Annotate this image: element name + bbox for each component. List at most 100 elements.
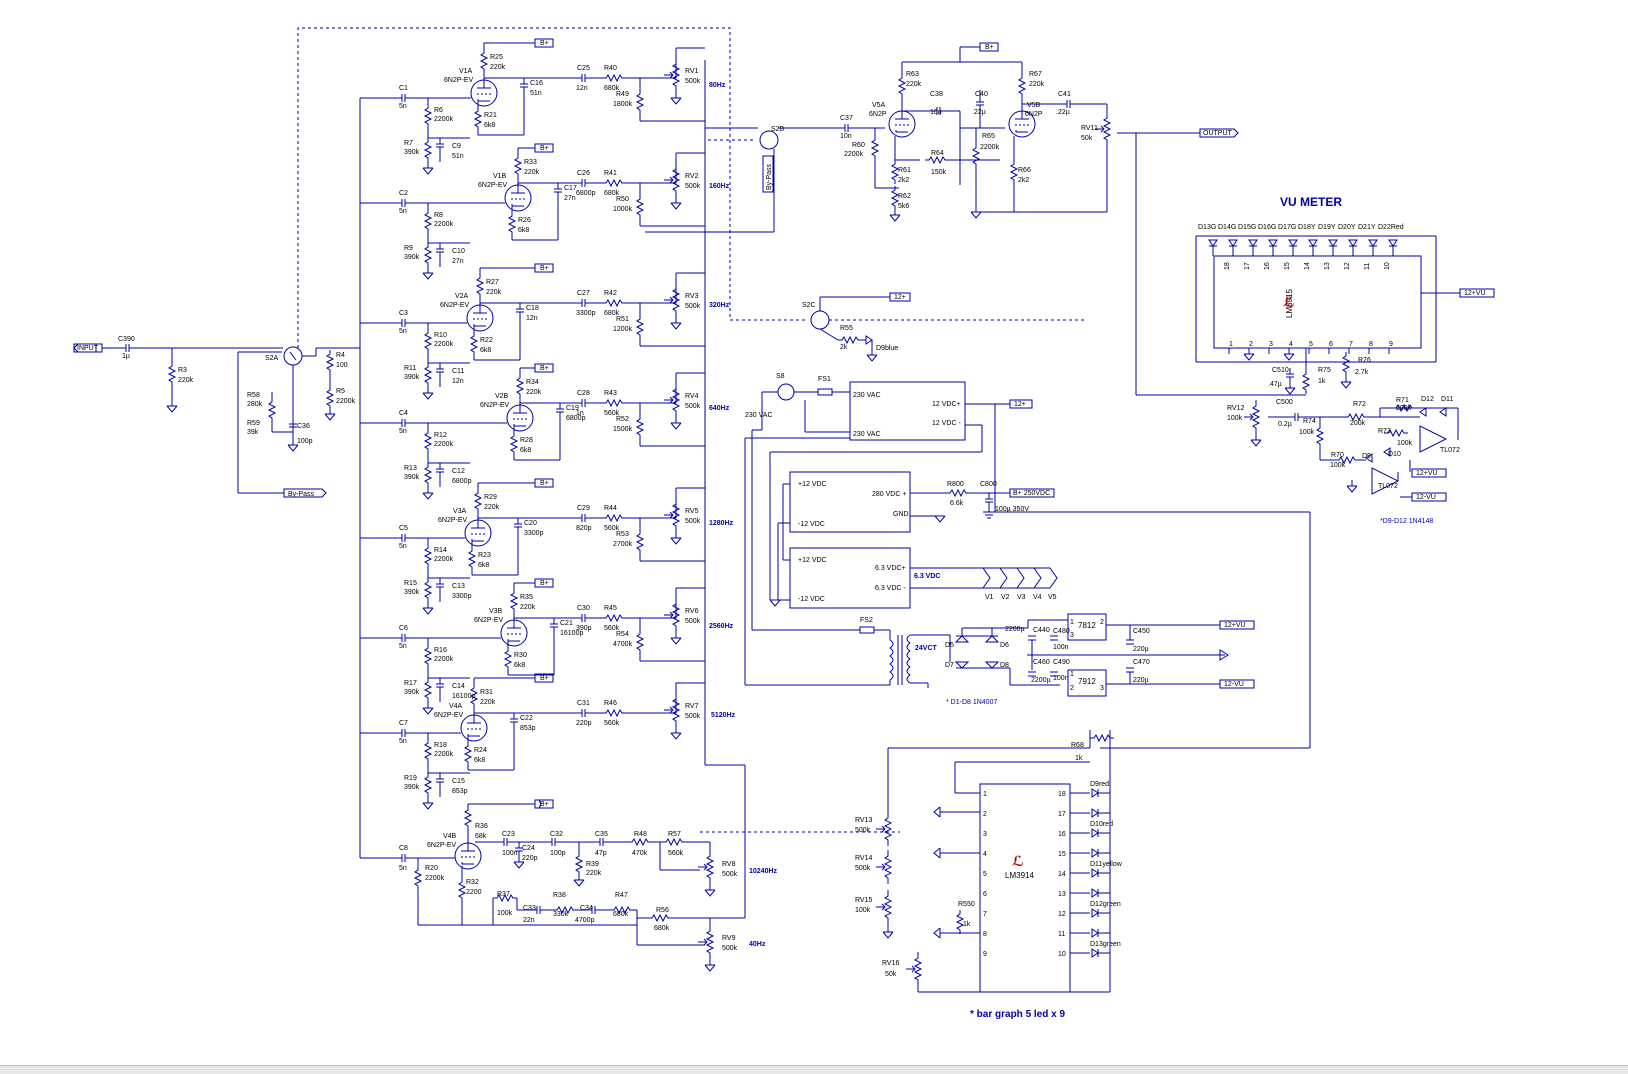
band-6-rg-ref: R16 — [434, 647, 447, 654]
bplus-label-out: B+ — [985, 44, 994, 51]
band-7-ro-ref: R46 — [604, 700, 617, 707]
c8-val: 5n — [399, 865, 407, 872]
lm3915-ic — [1213, 255, 1422, 349]
lm3915-bot-pin-6: 6 — [1329, 341, 1333, 348]
p12-label-s2c: 12+ — [894, 294, 906, 301]
lm3914-right-pin-12: 12 — [1058, 911, 1066, 918]
bplus250-label: B+ 250VDC — [1013, 490, 1050, 497]
rv14-ref: RV14 — [855, 855, 872, 862]
vu-led-7: D19Y — [1318, 224, 1338, 256]
band-2-ro-ref: R41 — [604, 170, 617, 177]
band-7-rk-ref: R24 — [474, 747, 487, 754]
band-7-bplus-label: B+ — [540, 675, 549, 682]
band-5-rv-ref: RV5 — [685, 508, 699, 515]
band-7-ra-val: 220k — [480, 699, 496, 706]
c460-ref: C460 — [1033, 659, 1050, 666]
p12-label-ps: 12+ — [1014, 401, 1026, 408]
band-1-ra-val: 220k — [490, 64, 506, 71]
s8-ref: S8 — [776, 373, 785, 380]
r72-ref: R72 — [1353, 401, 1366, 408]
band-1-tube-ref: V1A — [459, 68, 473, 75]
p12vu-label-op: 12+VU — [1416, 470, 1438, 477]
s8-switch[interactable] — [777, 383, 795, 401]
smps-12v — [849, 381, 966, 441]
band-7-ra-ref: R31 — [480, 689, 493, 696]
r65-ref: R65 — [982, 133, 995, 140]
band-2-rv-val: 500k — [685, 183, 701, 190]
vu-led-5: D17G — [1278, 224, 1298, 256]
lm3914-left-pin-7: 7 — [983, 911, 987, 918]
band-5-co-val: 820p — [576, 525, 592, 532]
band-5-ck-val: 3300p — [524, 530, 544, 537]
output-label: OUTPUT — [1203, 130, 1233, 137]
r20-val: 2200k — [425, 875, 445, 882]
lm3914-right-pin-14: 14 — [1058, 871, 1066, 878]
v5a-type: 6N2P — [869, 111, 887, 118]
r61-ref: R61 — [898, 167, 911, 174]
band-2-bplus-label: B+ — [540, 145, 549, 152]
band-1-cb-val: 51n — [452, 153, 464, 160]
band-6-ro-ref: R45 — [604, 605, 617, 612]
tl072-1: TL072 — [1440, 447, 1460, 454]
c33-ref: C33 — [523, 905, 536, 912]
freq-label-640: 640Hz — [709, 405, 730, 412]
r48-val: 470k — [632, 850, 648, 857]
band-1-ck-ref: C16 — [530, 80, 543, 87]
band-5-cin-ref: C5 — [399, 525, 408, 532]
r550-ref: R550 — [958, 901, 975, 908]
band-2-cin-val: 5n — [399, 208, 407, 215]
v63-label: 6.3 VDC — [914, 573, 940, 580]
tl072-2: TL072 — [1378, 483, 1398, 490]
c23-ref: C23 — [502, 831, 515, 838]
s2c-switch[interactable] — [810, 310, 830, 330]
band-1-rk-ref: R21 — [484, 112, 497, 119]
rv12-ref: RV12 — [1227, 405, 1244, 412]
band-6-cb-val: 16100p — [452, 693, 475, 700]
vu-led-6: D18Y — [1298, 224, 1318, 256]
r57-ref: R57 — [668, 831, 681, 838]
opamp-2 — [1371, 467, 1400, 495]
s2b-switch[interactable] — [759, 130, 779, 150]
freq-label-5120: 5120Hz — [711, 712, 736, 719]
lm3914-right-pin-16: 16 — [1058, 831, 1066, 838]
s2b-ref: S2B — [771, 126, 785, 133]
v230-label: 230 VAC — [745, 412, 773, 419]
band-6-rk-ref: R30 — [514, 652, 527, 659]
r59-ref: R59 — [247, 420, 260, 427]
r70-val: 100k — [1330, 462, 1346, 469]
band-stage-1: C15nR62200kR7390kC951nV1A6N2P-EVR25220kB… — [360, 38, 705, 175]
band-5-rg-ref: R14 — [434, 547, 447, 554]
band-7-rv-val: 500k — [685, 713, 701, 720]
band-2-rb-ref: R9 — [404, 245, 413, 252]
band-1-rb-ref: R7 — [404, 140, 413, 147]
band-7-ck-val: 853p — [520, 725, 536, 732]
band-4-cin-val: 5n — [399, 428, 407, 435]
vct-label: 24VCT — [915, 645, 938, 652]
band-5-tube-ref: V3A — [453, 508, 467, 515]
band-6-tube-ref: V3B — [489, 608, 503, 615]
vu-led-2-label: D14G — [1218, 224, 1236, 231]
band-7-cb-ref: C15 — [452, 778, 465, 785]
lm3914-right-pin-11: 11 — [1058, 931, 1065, 938]
reg2-pin1: 1 — [1070, 671, 1074, 678]
r32-val: 2200 — [466, 889, 482, 896]
r76-val: 2.7k — [1355, 369, 1369, 376]
c510-ref: C510 — [1272, 367, 1289, 374]
linear-logo-icon: ℒ — [1283, 294, 1295, 310]
rv14-val: 500k — [855, 865, 871, 872]
rv13-ref: RV13 — [855, 817, 872, 824]
r60-ref: R60 — [852, 142, 865, 149]
band-2-rg-ref: R8 — [434, 212, 443, 219]
c500-ref: C500 — [1276, 399, 1293, 406]
fs1-ref: FS1 — [818, 376, 831, 383]
reg1-pin2: 2 — [1100, 619, 1104, 626]
d5-ref: D5 — [945, 642, 954, 649]
band-4-rs-ref: R52 — [616, 416, 629, 423]
output-stage: S2B By-Pass C37 10n R60 2200k V5A 6N2P R… — [645, 42, 1306, 396]
v4b-stage: C8 5n R20 2200k V4B 6N2P-EV B+ R36 68k R… — [360, 764, 900, 972]
band-1-rs-ref: R49 — [616, 91, 629, 98]
band-4-rv-ref: RV4 — [685, 393, 699, 400]
reg-7812-label: 7812 — [1078, 621, 1096, 630]
c470-val: 220µ — [1133, 677, 1149, 684]
band-5-tube-type: 6N2P-EV — [438, 517, 468, 524]
